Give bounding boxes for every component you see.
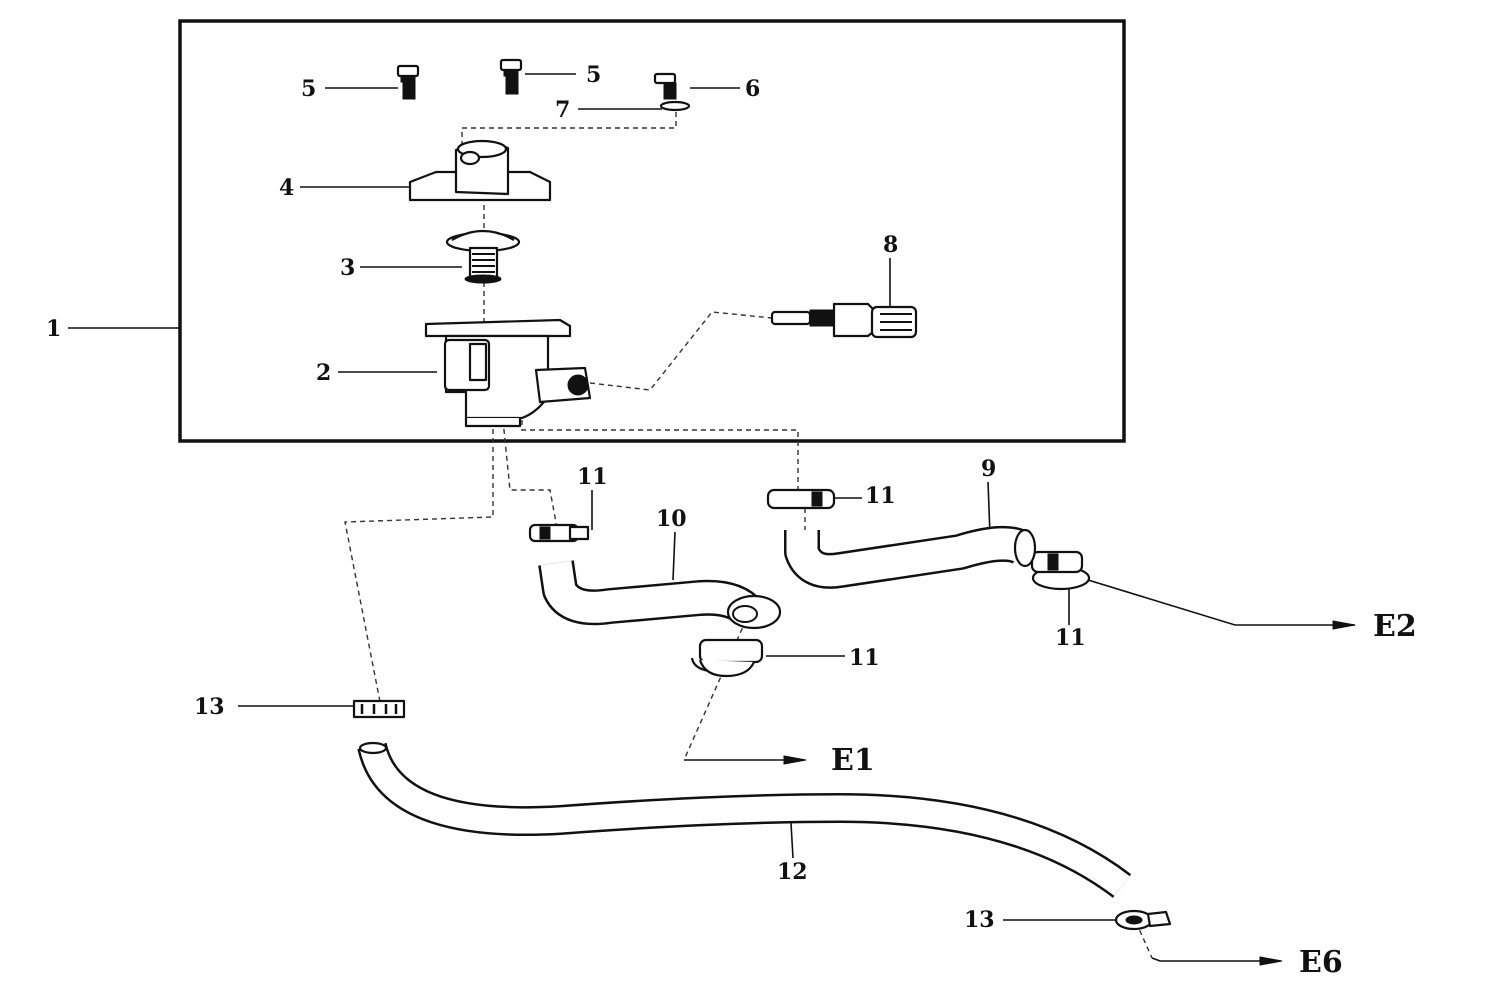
hose-9 [784, 525, 1037, 589]
temperature-sensor-8 [770, 302, 918, 339]
clamp-11-right [1030, 550, 1091, 591]
callout-6: 6 [745, 76, 760, 102]
bolt-6 [653, 72, 677, 100]
callout-5-left: 5 [301, 76, 316, 102]
callout-11-middle: 11 [849, 645, 880, 671]
bolt-5-left [396, 64, 420, 100]
destination-e2: E2 [1373, 609, 1417, 644]
callout-13-lower: 13 [964, 907, 995, 933]
callout-2: 2 [316, 360, 331, 386]
callout-13-upper: 13 [194, 694, 225, 720]
destination-e1: E1 [831, 743, 875, 778]
callout-1: 1 [46, 316, 61, 342]
clamp-11-upper-left [528, 523, 590, 543]
clamp-13-lower [1114, 909, 1172, 931]
callout-11-upper-left: 11 [577, 464, 608, 490]
callout-10: 10 [656, 506, 687, 532]
washer-7 [659, 100, 691, 112]
thermostat-cover-4 [408, 139, 552, 202]
hose-12 [357, 741, 1132, 898]
assembly-centerlines [344, 112, 1153, 959]
callout-12: 12 [777, 859, 808, 885]
callout-4: 4 [279, 175, 294, 201]
destination-e6: E6 [1299, 945, 1343, 980]
callout-5-right: 5 [586, 62, 601, 88]
callout-11-upper-right: 11 [865, 483, 896, 509]
callout-11-right: 11 [1055, 625, 1086, 651]
thermostat-housing-2 [424, 318, 592, 428]
thermostat-3 [445, 230, 521, 284]
leader-lines [68, 73, 1356, 966]
clamp-11-upper-right [766, 488, 836, 510]
assembly-frame [178, 19, 1126, 443]
bolt-5-right [499, 58, 523, 95]
clamp-11-middle [690, 638, 764, 678]
callout-9: 9 [981, 456, 996, 482]
callout-8: 8 [883, 232, 898, 258]
callout-3: 3 [340, 255, 355, 281]
hose-10 [538, 560, 782, 630]
callout-7: 7 [555, 97, 570, 123]
clip-13-upper [352, 699, 406, 719]
